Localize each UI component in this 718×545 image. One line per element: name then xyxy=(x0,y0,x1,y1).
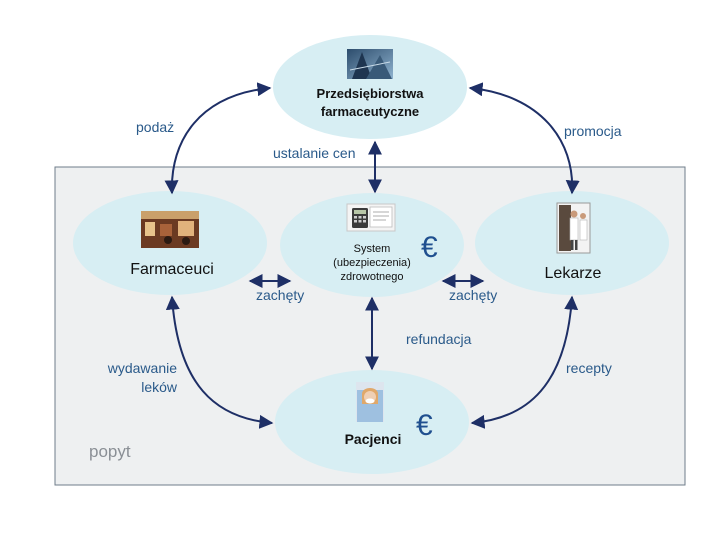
arrow-prescriptions xyxy=(470,295,579,429)
pharma-node xyxy=(273,35,467,139)
pharmacy-shop-icon xyxy=(141,211,199,248)
system-title-line2: (ubezpieczenia) xyxy=(333,257,411,269)
label-dispensing-line1: wydawanie xyxy=(107,360,177,376)
arrow-promotion xyxy=(468,82,580,195)
patients-title: Pacjenci xyxy=(345,431,402,447)
calculator-documents-icon xyxy=(346,203,396,232)
sick-patient-icon xyxy=(356,382,384,422)
pharma-title-line2: farmaceutyczne xyxy=(321,104,419,119)
system-title-line1: System xyxy=(354,243,391,255)
label-prescriptions: recepty xyxy=(566,360,612,376)
label-dispensing-line2: leków xyxy=(141,379,178,395)
demand-label: popyt xyxy=(89,442,131,461)
label-promotion: promocja xyxy=(564,123,622,139)
label-reimbursement: refundacja xyxy=(406,331,472,347)
doctors-title: Lekarze xyxy=(545,265,602,282)
system-node xyxy=(280,193,464,297)
arrow-dispensing xyxy=(165,295,274,429)
pharma-title-line1: Przedsiębiorstwa xyxy=(317,86,425,101)
system-title-line3: zdrowotnego xyxy=(341,271,404,283)
label-incentives-left: zachęty xyxy=(256,287,304,303)
label-supply: podaż xyxy=(136,119,174,135)
system-euro-symbol: € xyxy=(421,231,438,264)
label-pricing: ustalanie cen xyxy=(273,145,356,161)
doctors-icon xyxy=(556,202,591,254)
building-icon xyxy=(347,49,393,79)
patients-euro-symbol: € xyxy=(416,409,433,442)
pharmacists-title: Farmaceuci xyxy=(130,261,214,278)
label-incentives-right: zachęty xyxy=(449,287,497,303)
arrow-supply xyxy=(164,82,272,195)
